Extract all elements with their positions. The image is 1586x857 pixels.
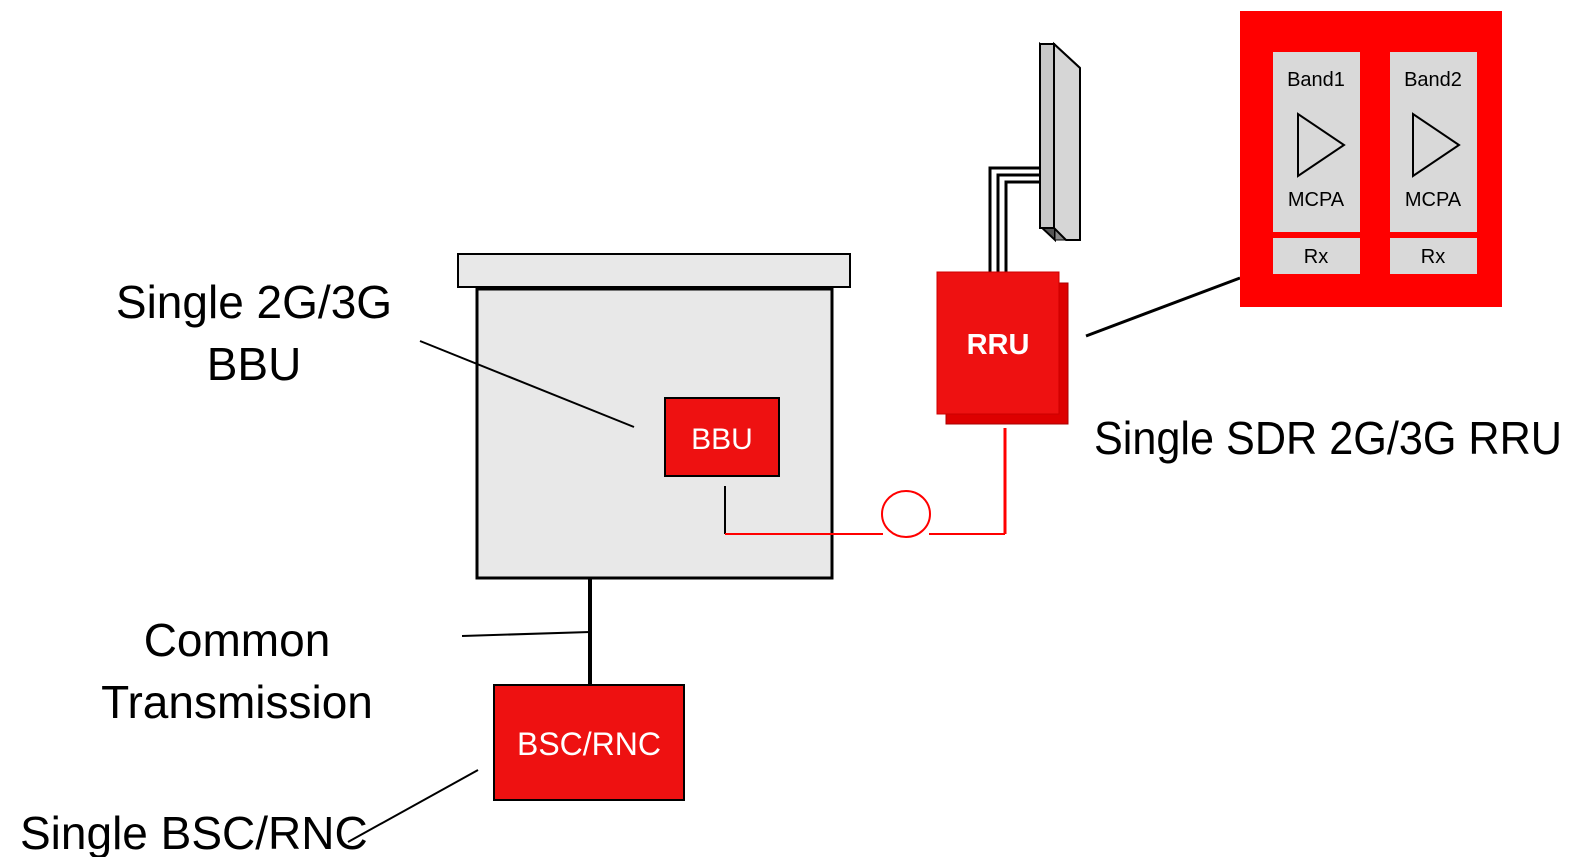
band2-amp-label: MCPA (1405, 189, 1462, 211)
rru-detail-callout-line (1085, 276, 1241, 338)
cabinet-roof (457, 253, 851, 288)
bsc-rnc-box-label: BSC/RNC (517, 726, 661, 762)
band1-amp-label: MCPA (1288, 189, 1345, 211)
bsc-caption: Single BSC/RNC (20, 807, 368, 857)
band2-rx-label: Rx (1421, 246, 1445, 268)
transmission-caption-line2: Transmission (101, 676, 373, 728)
rru-detail-panel: Band1 MCPA Rx Band2 MCPA Rx (1240, 11, 1502, 307)
band2-label: Band2 (1404, 69, 1462, 91)
bbu-caption-line1: Single 2G/3G (116, 276, 392, 328)
rru-caption: Single SDR 2G/3G RRU (1094, 412, 1562, 464)
bbu-cabinet (457, 253, 851, 580)
transmission-caption-line1: Common (144, 614, 331, 666)
band1-rx-label: Rx (1304, 246, 1328, 268)
bbu-callout-line (419, 340, 635, 428)
bbu-box-label: BBU (691, 423, 753, 456)
band2-module: Band2 MCPA Rx (1390, 52, 1477, 274)
bsc-callout-line (347, 769, 479, 843)
bbu-caption-line2: BBU (207, 338, 302, 390)
bbu-box: BBU (664, 397, 780, 477)
fiber-loop (881, 490, 931, 538)
antenna-icon (988, 41, 1081, 272)
bsc-rnc-box: BSC/RNC (493, 684, 685, 801)
fiber-link (724, 428, 1007, 538)
band1-label: Band1 (1287, 69, 1345, 91)
amplifier-icon (1297, 112, 1346, 178)
band1-module: Band1 MCPA Rx (1273, 52, 1360, 274)
amplifier-icon (1412, 112, 1461, 178)
rru-box: RRU (936, 271, 1069, 425)
transmission-callout-line (461, 631, 591, 637)
rru-box-label: RRU (967, 329, 1030, 361)
